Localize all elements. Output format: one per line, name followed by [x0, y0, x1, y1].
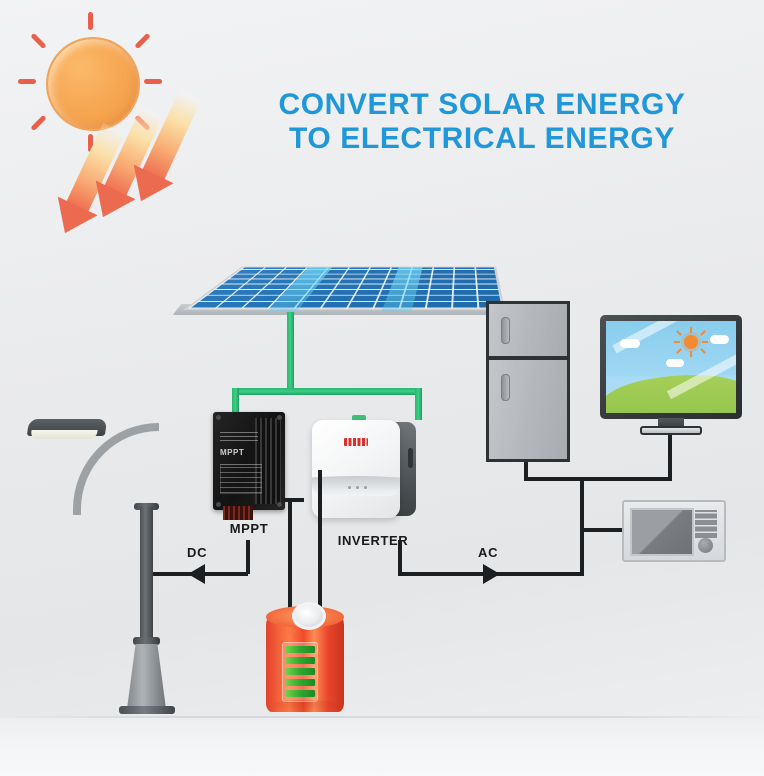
wire-dc-vertical — [246, 540, 250, 574]
mppt-spec-table — [220, 464, 262, 494]
battery-charge-bar — [285, 657, 315, 664]
tv-stand-neck — [658, 418, 684, 427]
microwave-icon — [622, 500, 726, 562]
inverter-label: INVERTER — [337, 533, 409, 548]
inverter-body — [312, 420, 400, 518]
tv-cloud — [710, 335, 729, 344]
tv-bezel — [600, 315, 742, 419]
wire-mppt-to-battery-v — [288, 498, 292, 610]
lamp-collar-top — [134, 503, 159, 510]
sun-ray — [134, 32, 151, 50]
lamp-base — [127, 644, 166, 709]
microwave-door — [630, 508, 694, 556]
dc-label: DC — [187, 545, 208, 560]
sun-icon — [14, 10, 164, 160]
tv-cloud — [666, 359, 684, 367]
mppt-body: MPPT — [213, 412, 285, 510]
tv-sun-ray — [674, 341, 680, 343]
battery-charge-bar — [285, 646, 315, 653]
refrigerator-icon — [486, 301, 570, 462]
lamp-pole — [140, 507, 153, 642]
inverter-led — [364, 486, 367, 489]
mppt-terminal-wires — [223, 506, 253, 520]
ac-label: AC — [478, 545, 499, 560]
inverter-vent — [408, 448, 413, 468]
refrigerator-lower-door — [486, 357, 570, 462]
sun-ray — [88, 12, 93, 30]
mppt-screw — [277, 415, 282, 420]
tv-sun-ray — [700, 330, 706, 336]
cable-bus-horizontal — [232, 388, 422, 395]
cable-to-mppt — [232, 388, 239, 416]
wire-tv-drop — [668, 435, 672, 480]
battery-charge-bar — [285, 690, 315, 697]
floor-horizon-line — [0, 716, 764, 718]
battery-icon — [266, 602, 352, 720]
inverter-led — [356, 486, 359, 489]
microwave-body — [622, 500, 726, 562]
wire-microwave-branch — [580, 528, 626, 532]
tv-sun-ray — [676, 330, 682, 336]
inverter-icon — [312, 415, 416, 520]
wire-ac-from-inverter-v — [398, 540, 402, 574]
microwave-keypad — [695, 510, 717, 538]
lamp-foot — [119, 706, 175, 714]
tv-glare-stripe — [612, 321, 684, 354]
sun-disc — [46, 37, 140, 131]
inverter-top-connector — [352, 415, 366, 421]
solar-panel-icon — [165, 200, 515, 374]
solar-panel-cells — [183, 266, 505, 312]
refrigerator-handle — [501, 317, 510, 344]
cable-to-inverter — [415, 388, 422, 420]
mppt-top-print — [220, 429, 258, 441]
refrigerator-handle — [501, 374, 510, 401]
lamp-collar-mid — [133, 637, 160, 645]
mppt-screw — [277, 502, 282, 507]
panel-glare-stripe — [381, 267, 423, 312]
floor-surface — [0, 718, 764, 776]
mppt-brand-text: MPPT — [220, 448, 245, 457]
battery-charge-bar — [285, 668, 315, 675]
cable-panel-drop — [287, 330, 294, 390]
sun-ray — [18, 79, 36, 84]
battery-charge-gauge — [282, 642, 318, 702]
tv-sun-ray — [690, 327, 692, 333]
microwave-dial — [698, 538, 713, 553]
page-title: CONVERT SOLAR ENERGY TO ELECTRICAL ENERG… — [262, 88, 702, 155]
wire-fridge-drop — [524, 458, 528, 480]
sun-ray — [144, 79, 162, 84]
tv-sun-ray — [700, 348, 706, 354]
inverter-logo — [344, 438, 368, 446]
tv-sun-icon — [684, 335, 698, 349]
battery-bottom-shadow — [266, 700, 344, 714]
mppt-label: MPPT — [229, 521, 269, 536]
television-icon — [600, 315, 742, 447]
panel-glare-stripe — [266, 267, 332, 312]
tv-screen — [606, 321, 736, 413]
ac-flow-arrow — [483, 564, 500, 584]
battery-charge-bar — [285, 679, 315, 686]
tv-sun-ray — [702, 341, 708, 343]
wire-mppt-to-battery-h — [282, 498, 304, 502]
tv-stand-base — [640, 426, 702, 435]
sun-ray — [30, 114, 47, 132]
title-line-2: TO ELECTRICAL ENERGY — [289, 121, 675, 155]
wire-appliance-trunk-v — [580, 477, 584, 575]
street-lamp-icon — [15, 415, 175, 720]
sun-ray — [88, 134, 93, 152]
battery-terminal — [292, 602, 326, 630]
refrigerator-upper-door — [486, 301, 570, 359]
wire-bus-top-h — [524, 477, 672, 481]
tv-sun-ray — [676, 348, 682, 354]
tv-sun-ray — [690, 351, 692, 357]
dc-flow-arrow — [188, 564, 205, 584]
lamp-light-diffuser — [30, 430, 98, 439]
title-line-1: CONVERT SOLAR ENERGY — [278, 88, 686, 121]
sun-ray — [30, 32, 47, 50]
mppt-charge-controller-icon: MPPT — [213, 412, 285, 520]
mppt-screw — [216, 415, 221, 420]
mppt-screw — [216, 502, 221, 507]
inverter-led — [348, 486, 351, 489]
wire-inverter-to-battery-v — [318, 470, 322, 610]
